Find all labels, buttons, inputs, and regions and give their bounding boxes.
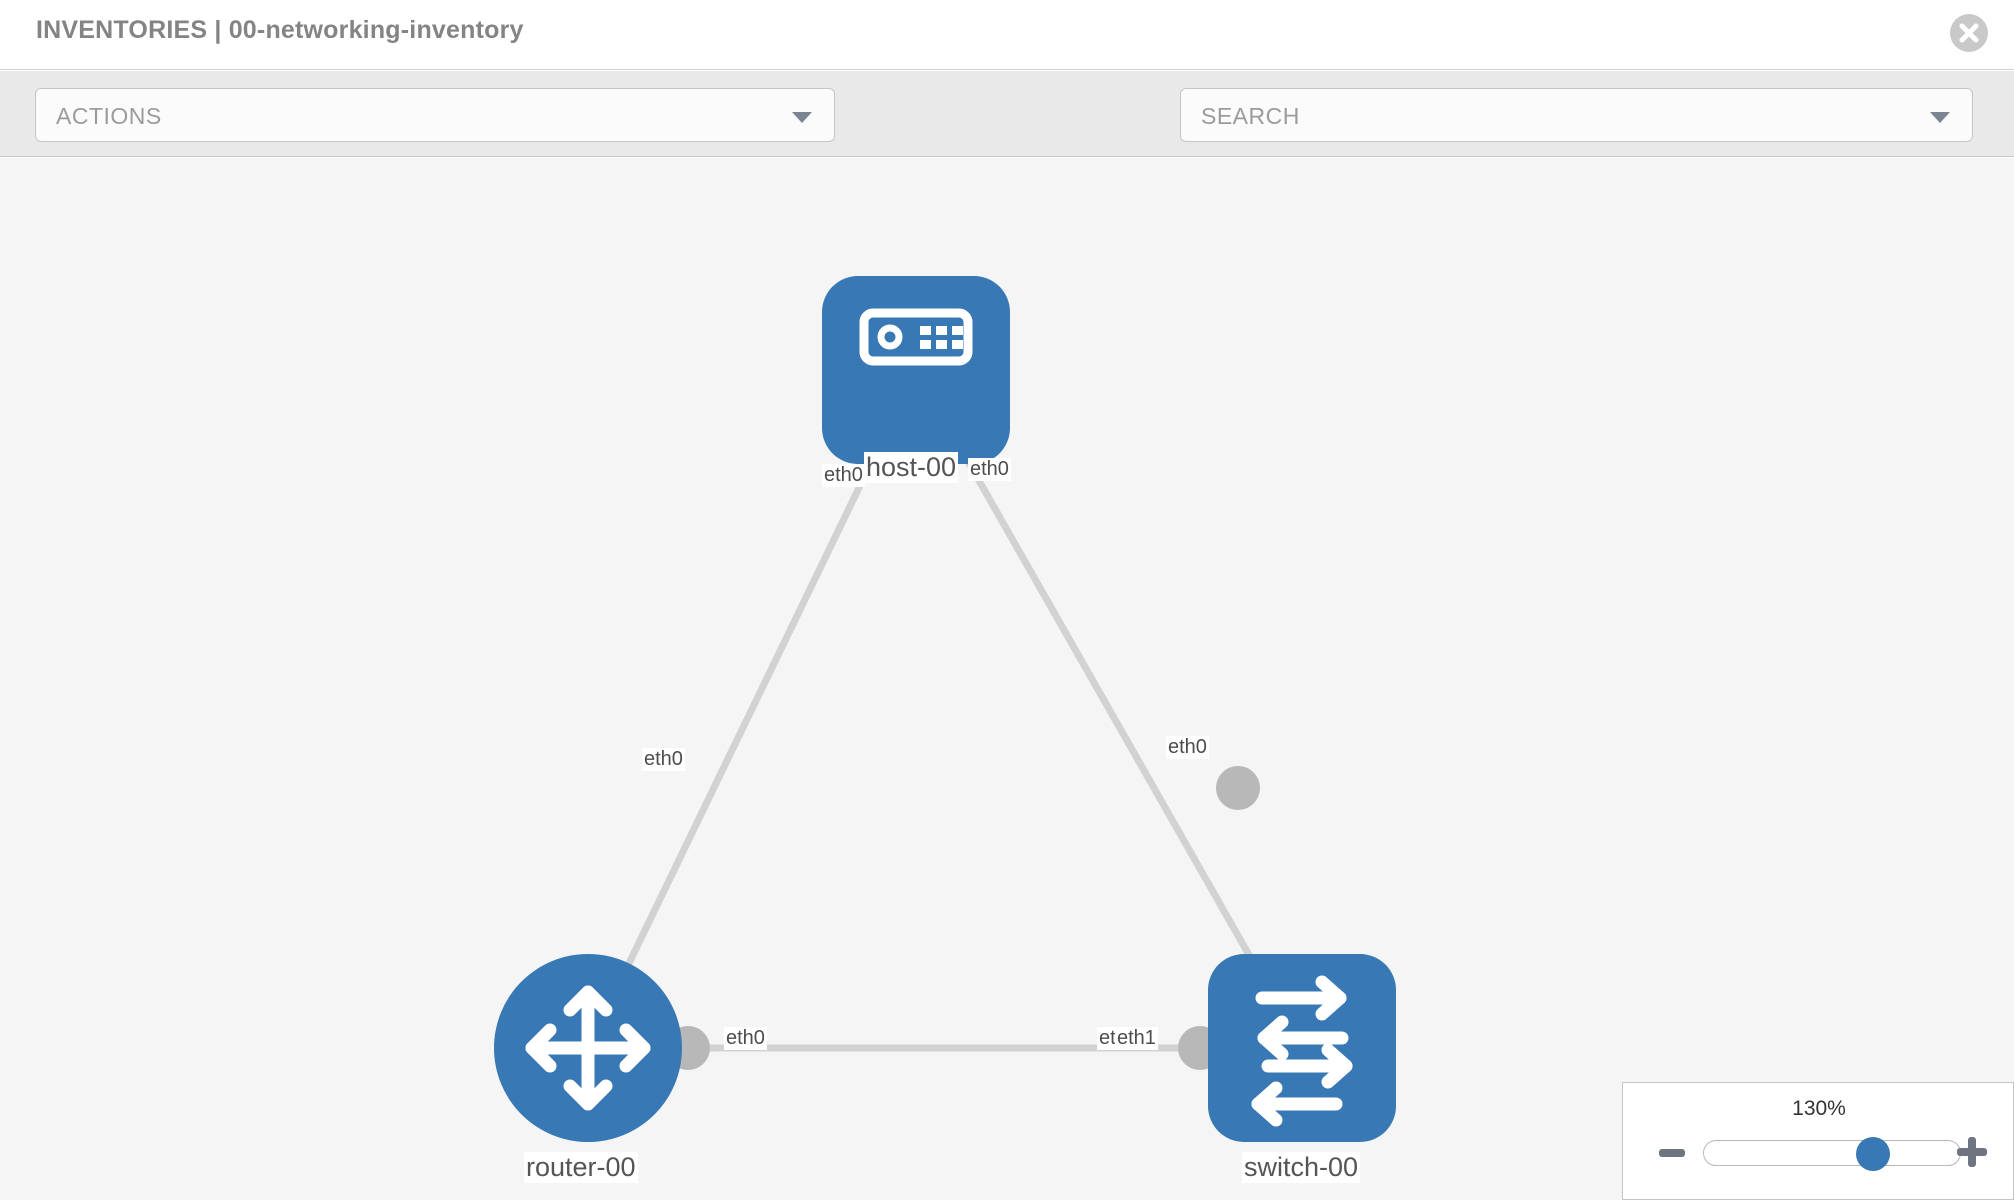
page-header: INVENTORIES | 00-networking-inventory bbox=[0, 0, 2014, 70]
chevron-down-icon bbox=[792, 112, 812, 123]
toolbar: ACTIONS SEARCH bbox=[0, 71, 2014, 206]
topology-canvas[interactable]: host-00 router-00 switch-00 eth0 eth0 et… bbox=[0, 158, 2014, 1200]
bidirectional-arrows-icon bbox=[1251, 975, 1353, 1127]
switch-node-shape[interactable] bbox=[1208, 954, 1396, 1142]
edge-host00-switch00[interactable] bbox=[912, 368, 1306, 1050]
zoom-level-value: 130% bbox=[1792, 1097, 1846, 1120]
iface-label-router00-uplink: eth0 bbox=[642, 748, 685, 771]
port-marker[interactable] bbox=[1216, 766, 1260, 810]
zoom-control-panel: 130% bbox=[1622, 1082, 2014, 1200]
topology-graph bbox=[494, 276, 1396, 1142]
close-icon[interactable] bbox=[1950, 14, 1988, 52]
server-appliance-icon bbox=[859, 308, 973, 366]
close-x-glyph bbox=[1959, 23, 1979, 43]
topology-node-router-00[interactable] bbox=[494, 954, 682, 1142]
zoom-slider-track[interactable] bbox=[1703, 1137, 1961, 1171]
iface-label-host00-left: eth0 bbox=[822, 464, 865, 487]
chevron-down-icon bbox=[1930, 112, 1950, 123]
topology-node-switch-00[interactable] bbox=[1208, 954, 1396, 1142]
iface-label-switch00-eth1: eth1 bbox=[1115, 1027, 1158, 1050]
iface-label-switch00-uplink: eth0 bbox=[1166, 736, 1209, 759]
zoom-slider-handle[interactable] bbox=[1856, 1137, 1890, 1171]
search-placeholder: SEARCH bbox=[1201, 103, 1300, 129]
actions-dropdown[interactable]: ACTIONS bbox=[35, 88, 835, 142]
four-arrows-inward-icon bbox=[525, 985, 651, 1111]
page-title: INVENTORIES | 00-networking-inventory bbox=[36, 16, 524, 44]
topology-node-host-00[interactable] bbox=[822, 276, 1010, 464]
zoom-in-button[interactable] bbox=[1957, 1137, 1987, 1167]
search-input[interactable]: SEARCH bbox=[1180, 88, 1973, 142]
zoom-out-button[interactable] bbox=[1659, 1149, 1685, 1157]
iface-label-router00-eth0: eth0 bbox=[724, 1027, 767, 1050]
node-label-switch-00: switch-00 bbox=[1242, 1152, 1361, 1183]
host-node-shape[interactable] bbox=[822, 276, 1010, 464]
iface-label-host00-right: eth0 bbox=[968, 458, 1011, 481]
node-label-host-00: host-00 bbox=[864, 452, 959, 483]
node-label-router-00: router-00 bbox=[524, 1152, 638, 1183]
actions-dropdown-label: ACTIONS bbox=[56, 103, 162, 129]
